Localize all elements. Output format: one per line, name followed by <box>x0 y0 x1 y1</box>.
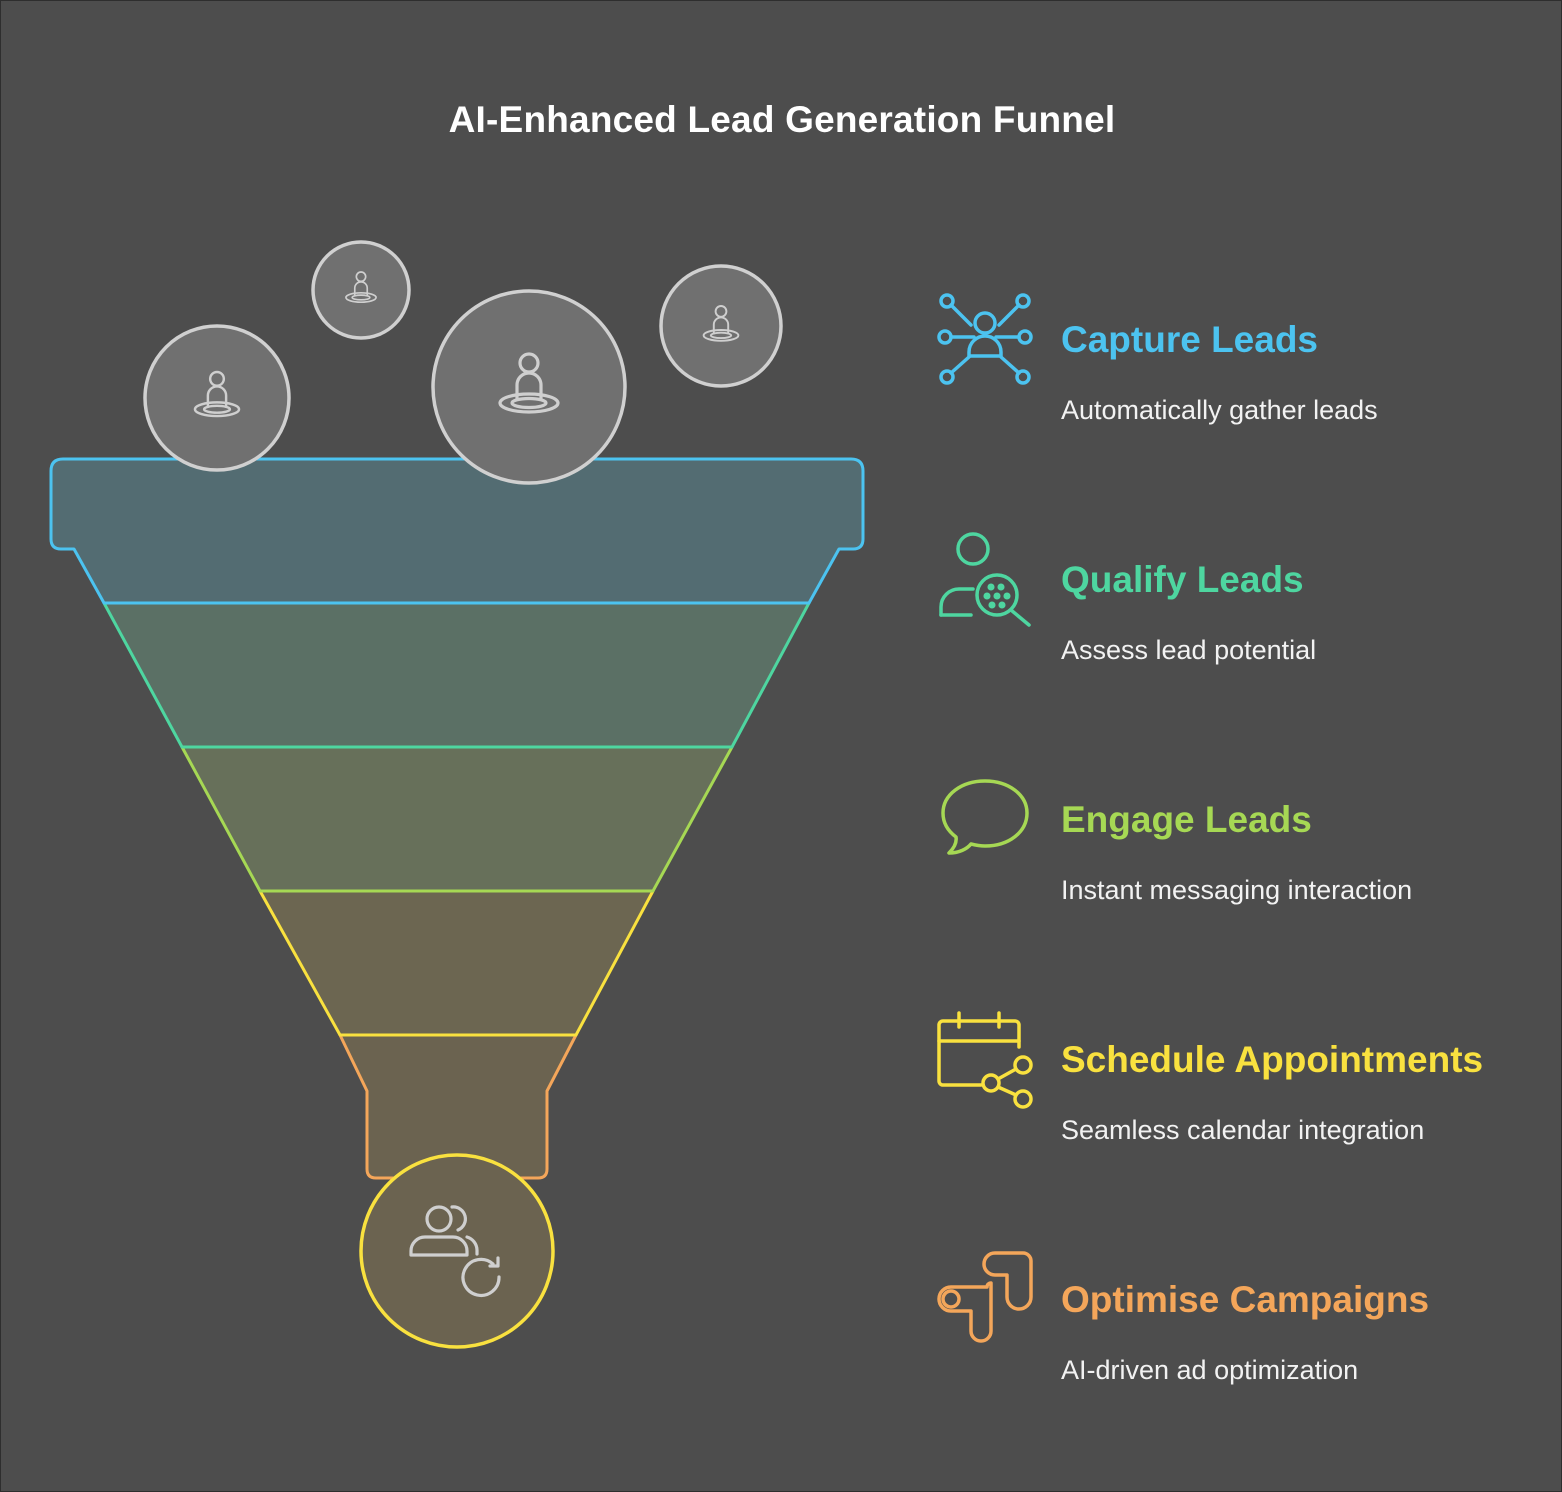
stage-title-capture: Capture Leads <box>1061 319 1319 360</box>
person-search-icon <box>939 532 1031 627</box>
lead-bubble-2 <box>311 240 411 340</box>
funnel-band-qualify <box>102 601 811 749</box>
stage-title-qualify: Qualify Leads <box>1061 559 1304 600</box>
stage-desc-capture: Automatically gather leads <box>1061 395 1378 425</box>
funnel-band-engage <box>180 745 734 893</box>
diagram-title: AI-Enhanced Lead Generation Funnel <box>448 99 1116 140</box>
google-ads-icon <box>937 1251 1033 1343</box>
stage-title-schedule: Schedule Appointments <box>1061 1039 1484 1080</box>
stage-desc-optimise: AI-driven ad optimization <box>1061 1355 1359 1385</box>
stage-title-engage: Engage Leads <box>1061 799 1312 840</box>
funnel-band-optimise <box>338 1033 578 1180</box>
stage-desc-engage: Instant messaging interaction <box>1061 875 1413 905</box>
funnel-band-capture <box>49 457 865 605</box>
stage-desc-qualify: Assess lead potential <box>1061 635 1317 665</box>
lead-bubble-1 <box>143 324 291 472</box>
stage-desc-schedule: Seamless calendar integration <box>1061 1115 1425 1145</box>
users-refresh-icon <box>409 1205 501 1298</box>
lead-bubble-4 <box>659 264 783 388</box>
funnel-band-schedule <box>258 889 655 1037</box>
chat-bubble-icon <box>941 779 1029 855</box>
funnel-outcome-circle <box>359 1153 555 1349</box>
network-people-icon <box>937 293 1033 385</box>
lead-bubble-3 <box>431 289 627 485</box>
stage-title-optimise: Optimise Campaigns <box>1061 1279 1430 1320</box>
calendar-share-icon <box>937 1011 1033 1109</box>
